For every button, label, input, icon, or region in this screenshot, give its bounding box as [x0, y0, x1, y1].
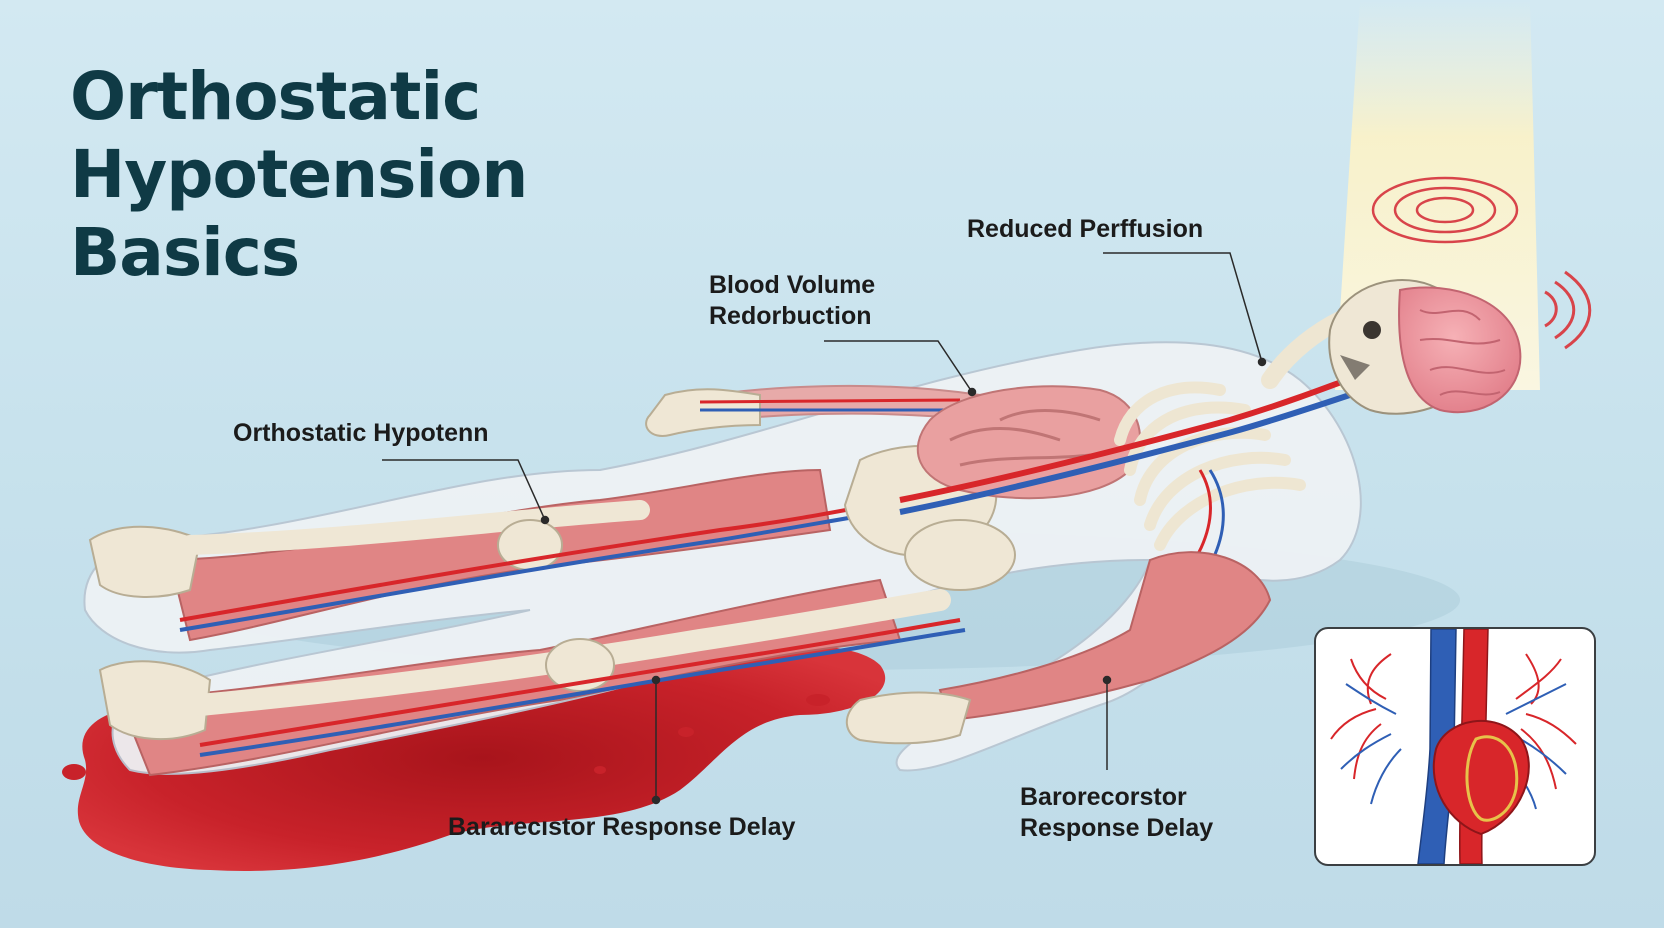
leader-lines: [382, 252, 1267, 805]
skull: [1261, 279, 1522, 415]
label-blood-volume-line: Redorbuction: [709, 302, 872, 330]
title-line: Orthostatic: [70, 58, 481, 135]
upper-arm: [645, 384, 981, 437]
label-baroreceptor-line: Barorecorstor: [1020, 783, 1187, 811]
dizziness-waves-icon: [1371, 176, 1519, 244]
label-baroreceptor-delay-left: Bararecıstor Response Delay: [448, 813, 796, 841]
signal-waves-icon: [1544, 270, 1592, 350]
label-orthostatic-hypotension: Orthostatic Hypotenn: [233, 419, 489, 447]
heart-inset: [1314, 627, 1596, 866]
label-blood-volume-line: Blood Volume: [709, 271, 876, 299]
spine-and-vessels: [899, 372, 1366, 622]
title-line: Basics: [70, 214, 300, 291]
lower-arm: [845, 551, 1272, 745]
title-line: Hypotension: [70, 136, 528, 213]
label-baroreceptor-delay-right: Barorecorstor Response Delay: [1020, 782, 1213, 844]
left-leg: [88, 468, 911, 642]
label-baroreceptor-line: Response Delay: [1020, 814, 1214, 842]
right-leg: [98, 578, 966, 777]
pelvis: [843, 445, 1016, 591]
heart-vessels-icon: [1330, 629, 1577, 864]
label-blood-volume: Blood Volume Redorbuction: [709, 270, 875, 332]
label-reduced-perfusion: Reduced Perffusion: [967, 215, 1204, 243]
page-title: Orthostatic Hypotension Basics: [70, 58, 528, 292]
